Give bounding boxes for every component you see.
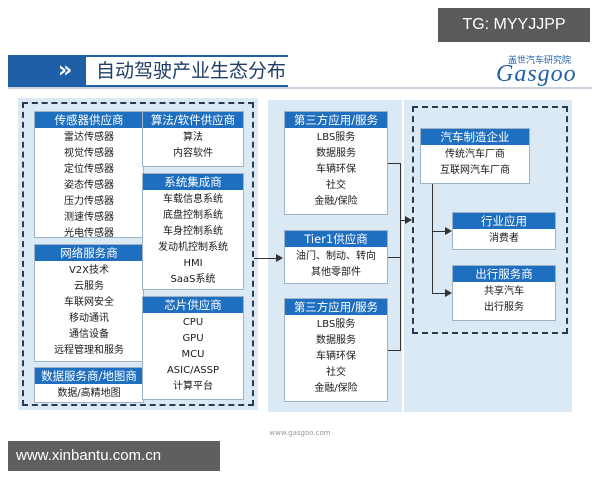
third-party-service-header-bottom: 第三方应用/服务 (285, 299, 387, 315)
list-item: ASIC/ASSP (166, 365, 220, 376)
network-provider-box: 网络服务商 V2X技术 云服务 车联网安全 移动通讯 通信设备 远程管理和服务 (34, 244, 144, 362)
algorithm-software-header: 算法/软件供应商 (143, 112, 243, 128)
list-item: V2X技术 (68, 265, 110, 276)
list-item: 底盘控制系统 (163, 210, 223, 221)
watermark-bottom: www.xinbantu.com.cn (8, 441, 220, 471)
list-item: 雷达传感器 (64, 132, 114, 143)
list-item: 移动通讯 (69, 313, 109, 324)
automaker-header: 汽车制造企业 (421, 129, 529, 145)
list-item: 数据服务 (316, 335, 356, 346)
system-integrator-box: 系统集成商 车载信息系统 底盘控制系统 车身控制系统 发动机控制系统 HMI S… (142, 173, 244, 290)
third-party-service-header-top: 第三方应用/服务 (285, 112, 387, 128)
list-item: LBS服务 (316, 132, 356, 143)
list-item: 发动机控制系统 (158, 242, 228, 253)
connector-automaker-vertical (432, 184, 433, 294)
sensor-supplier-box: 传感器供应商 雷达传感器 视觉传感器 定位传感器 姿态传感器 压力传感器 测速传… (34, 111, 144, 239)
list-item: 其他零部件 (311, 267, 361, 278)
chip-supplier-box: 芯片供应商 CPU GPU MCU ASIC/ASSP 计算平台 (142, 296, 244, 400)
list-item: 车载信息系统 (163, 194, 223, 205)
arrow-right-icon (445, 289, 452, 297)
list-item: 车联网安全 (64, 297, 114, 308)
list-item: SaaS系统 (170, 274, 216, 285)
connector-middle-center (388, 257, 400, 258)
system-integrator-header: 系统集成商 (143, 174, 243, 190)
list-item: 光电传感器 (64, 228, 114, 239)
arrow-right-icon (405, 216, 412, 224)
list-item: 出行服务 (484, 302, 524, 313)
list-item: 车辆环保 (316, 351, 356, 362)
list-item: 社交 (326, 180, 346, 191)
list-item: 内容软件 (173, 148, 213, 159)
connector-left-to-middle (254, 258, 276, 259)
connector-to-mobility (432, 293, 445, 294)
connector-to-right-frame (400, 220, 405, 221)
list-item: 压力传感器 (64, 196, 114, 207)
list-item: 车身控制系统 (163, 226, 223, 237)
footer-url: www.gasgoo.com (269, 429, 331, 437)
data-map-provider-header: 数据服务商/地图商 (35, 368, 143, 384)
sensor-supplier-header: 传感器供应商 (35, 112, 143, 128)
list-item: 算法 (183, 132, 203, 143)
list-item: 社交 (326, 367, 346, 378)
left-dashed-frame (22, 102, 254, 406)
list-item: 车辆环保 (316, 164, 356, 175)
list-item: 消费者 (489, 233, 519, 244)
industry-application-box: 行业应用 消费者 (452, 212, 556, 250)
list-item: CPU (182, 317, 204, 328)
list-item: MCU (181, 349, 205, 360)
list-item: 数据服务 (316, 148, 356, 159)
list-item: 远程管理和服务 (54, 345, 124, 356)
automaker-box: 汽车制造企业 传统汽车厂商 互联网汽车厂商 (420, 128, 530, 184)
network-provider-header: 网络服务商 (35, 245, 143, 261)
list-item: 金融/保险 (314, 383, 358, 394)
data-map-provider-box: 数据服务商/地图商 数据/高精地图 (34, 367, 144, 403)
mobility-service-header: 出行服务商 (453, 266, 555, 282)
tier1-supplier-header: Tier1供应商 (285, 231, 387, 247)
logo-name: Gasgoo (496, 61, 577, 87)
logo-subtitle: 盖世汽车研究院 (508, 56, 572, 66)
arrow-right-icon (276, 254, 283, 262)
list-item: 通信设备 (69, 329, 109, 340)
gasgoo-logo: 盖世汽车研究院 Gasgoo (486, 53, 590, 87)
connector-middle-vertical (400, 163, 401, 351)
algorithm-software-box: 算法/软件供应商 算法 内容软件 (142, 111, 244, 167)
connector-to-industry (432, 231, 445, 232)
list-item: 传统汽车厂商 (445, 149, 505, 160)
list-item: 共享汽车 (484, 286, 524, 297)
list-item: 计算平台 (173, 381, 213, 392)
list-item: 测速传感器 (64, 212, 114, 223)
third-party-service-box-top: 第三方应用/服务 LBS服务 数据服务 车辆环保 社交 金融/保险 (284, 111, 388, 215)
page-title: 自动驾驶产业生态分布 (86, 57, 297, 85)
list-item: 姿态传感器 (64, 180, 114, 191)
list-item: LBS服务 (316, 319, 356, 330)
list-item: 油门、制动、转向 (296, 251, 376, 262)
title-divider (8, 87, 592, 89)
mobility-service-box: 出行服务商 共享汽车 出行服务 (452, 265, 556, 321)
industry-application-header: 行业应用 (453, 213, 555, 229)
arrow-right-icon (445, 227, 452, 235)
list-item: 定位传感器 (64, 164, 114, 175)
list-item: 金融/保险 (314, 196, 358, 207)
list-item: GPU (182, 333, 204, 344)
list-item: 数据/高精地图 (57, 388, 121, 399)
list-item: 互联网汽车厂商 (440, 165, 510, 176)
connector-middle-bottom (388, 350, 400, 351)
tier1-supplier-box: Tier1供应商 油门、制动、转向 其他零部件 (284, 230, 388, 284)
right-dashed-frame (412, 106, 568, 334)
watermark-top: TG: MYYJJPP (438, 8, 590, 42)
connector-middle-top (388, 163, 400, 164)
list-item: HMI (183, 258, 203, 269)
chevron-right-icon: » (58, 58, 73, 83)
chip-supplier-header: 芯片供应商 (143, 297, 243, 313)
list-item: 云服务 (74, 281, 104, 292)
third-party-service-box-bottom: 第三方应用/服务 LBS服务 数据服务 车辆环保 社交 金融/保险 (284, 298, 388, 402)
list-item: 视觉传感器 (64, 148, 114, 159)
